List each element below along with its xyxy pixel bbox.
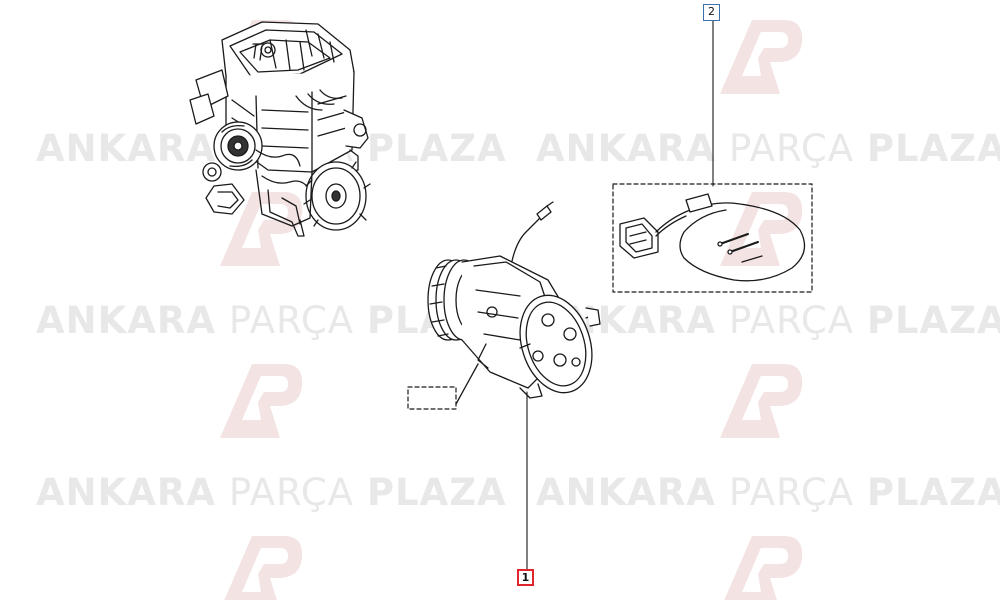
wiring-harness-kit-illustration: [612, 183, 813, 293]
ankara-parca-plaza-logo-icon: [220, 364, 303, 438]
part-callout-1[interactable]: 1: [517, 569, 534, 586]
ankara-parca-plaza-logo-icon: [720, 364, 803, 438]
ankara-parca-plaza-logo-icon: [724, 536, 803, 600]
ankara-parca-plaza-logo-icon: [720, 20, 803, 94]
watermark-text: ANKARA PARÇA PLAZA: [36, 471, 507, 514]
ankara-parca-plaza-logo-icon: [224, 536, 303, 600]
ankara-parca-plaza-logo-icon: [720, 192, 803, 266]
watermark-text: ANKARA PARÇA PLAZA: [536, 127, 1000, 170]
watermark-text: ANKARA PARÇA PLAZA: [536, 471, 1000, 514]
placeholder-part-box: [407, 386, 457, 410]
ankara-parca-plaza-logo-icon: [220, 192, 303, 266]
part-callout-2[interactable]: 2: [703, 4, 720, 21]
engine-assembly-illustration: [189, 21, 371, 237]
ac-compressor-illustration: [427, 201, 601, 405]
